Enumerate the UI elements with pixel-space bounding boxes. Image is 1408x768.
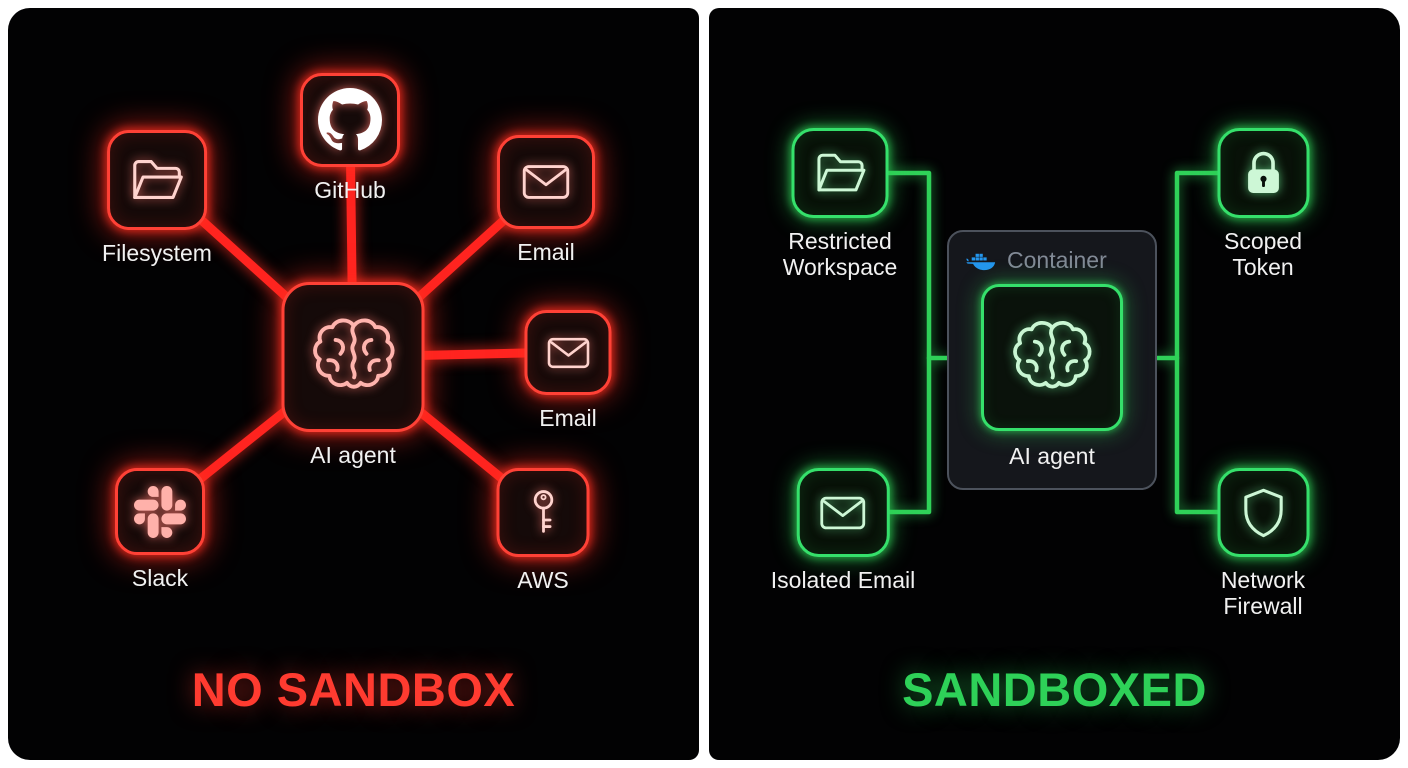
node-ai-agent: AI agent (281, 282, 425, 468)
envelope-icon (542, 327, 594, 379)
docker-icon (965, 249, 998, 273)
shield-icon (1234, 484, 1292, 542)
envelope-icon (517, 153, 575, 211)
node-network-firewall: Network Firewall (1195, 468, 1332, 620)
sandboxed-ai-agent-box (981, 284, 1123, 431)
slack-icon (134, 486, 186, 538)
node-restricted-workspace-box (791, 128, 889, 218)
folder-icon (126, 149, 188, 211)
sandboxed-title: SANDBOXED (902, 663, 1207, 716)
lock-icon (1234, 144, 1292, 202)
node-isolated-email-box (796, 468, 890, 557)
node-github-label: GitHub (314, 177, 386, 203)
envelope-icon (815, 485, 871, 541)
node-scoped-token-label: Scoped Token (1223, 228, 1302, 281)
ai-agent-label: AI agent (310, 442, 396, 468)
node-filesystem-box (107, 130, 207, 230)
brain-icon (1002, 308, 1102, 408)
folder-icon (810, 143, 870, 203)
node-network-firewall-label: Network Firewall (1220, 567, 1306, 620)
node-isolated-email: Isolated Email (771, 468, 915, 593)
node-isolated-email-label: Isolated Email (770, 567, 916, 593)
no-sandbox-title: NO SANDBOX (191, 663, 516, 716)
node-email-top: Email (497, 135, 595, 265)
brain-icon (301, 305, 405, 409)
node-slack-box (115, 468, 205, 555)
node-scoped-token-box (1217, 128, 1309, 218)
node-filesystem: Filesystem (102, 130, 212, 266)
github-icon (318, 88, 382, 152)
node-aws-label: AWS (517, 567, 569, 593)
node-network-firewall-box (1217, 468, 1309, 557)
node-slack: Slack (115, 468, 205, 591)
container-label: Container (1007, 247, 1107, 273)
node-github-box (300, 73, 400, 167)
container-box: Container AI agent (947, 230, 1157, 490)
sandboxed-panel: Restricted Workspace Scoped Token Contai… (709, 8, 1400, 760)
node-aws: AWS (496, 468, 590, 593)
node-filesystem-label: Filesystem (102, 240, 212, 266)
key-icon (515, 485, 571, 541)
container-header: Container (949, 232, 1155, 274)
node-email-top-box (497, 135, 595, 229)
sandboxed-ai-agent-label: AI agent (1009, 443, 1095, 469)
node-github: GitHub (300, 73, 400, 203)
green-connection-lines (886, 170, 1220, 515)
node-email-top-label: Email (517, 239, 575, 265)
no-sandbox-panel: Filesystem GitHub Email AI agent Email S… (8, 8, 699, 760)
node-scoped-token: Scoped Token (1195, 128, 1332, 281)
node-restricted-workspace: Restricted Workspace (768, 128, 913, 281)
node-restricted-workspace-label: Restricted Workspace (782, 228, 898, 281)
ai-agent-box (281, 282, 425, 432)
node-email-right: Email (524, 310, 612, 431)
node-slack-label: Slack (131, 565, 189, 591)
node-email-right-label: Email (539, 405, 597, 431)
node-email-right-box (524, 310, 612, 395)
node-aws-box (496, 468, 590, 557)
